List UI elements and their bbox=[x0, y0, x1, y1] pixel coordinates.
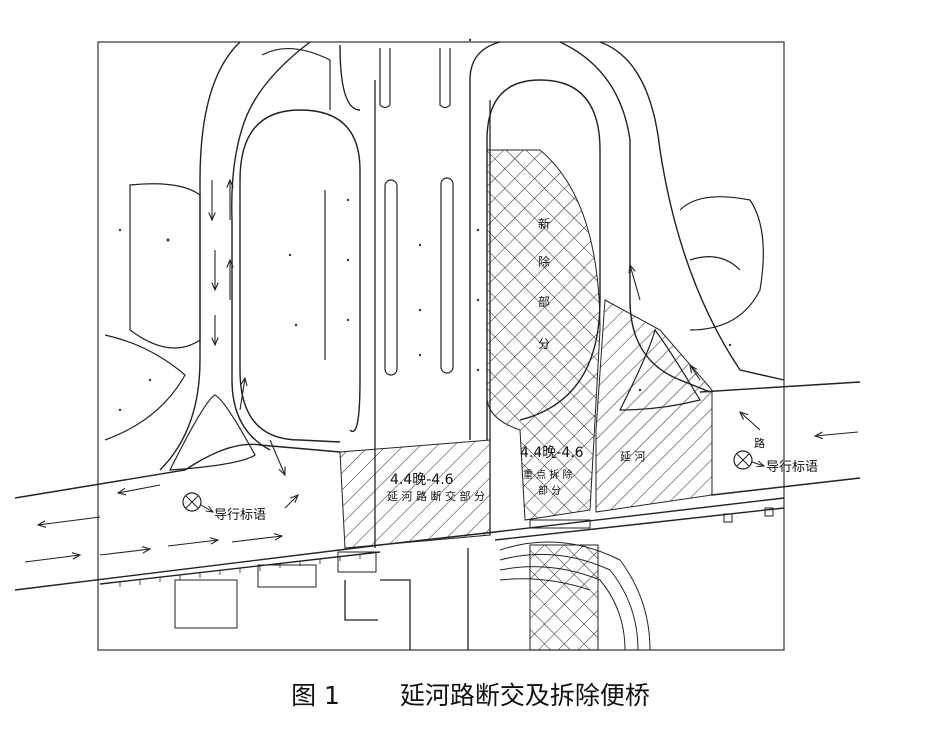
zone-mid-description-2: 部 分 bbox=[538, 484, 561, 497]
traffic-arrows bbox=[24, 180, 859, 563]
guide-sign-right bbox=[733, 450, 764, 470]
figure-number: 图 1 bbox=[291, 681, 340, 710]
demolition-zone-lower bbox=[529, 544, 599, 651]
hatch-label-4: 分 bbox=[538, 337, 550, 351]
figure-title: 延河路断交及拆除便桥 bbox=[399, 681, 650, 710]
zone-right-label: 延 河 bbox=[620, 450, 646, 463]
demolition-zone-crosshatch bbox=[486, 149, 601, 521]
lower-curved-ramp bbox=[499, 541, 651, 651]
vertical-road-lines bbox=[344, 80, 491, 650]
median-islands bbox=[261, 47, 454, 376]
zone-mid-dates: 4.4晚-4.6 bbox=[520, 445, 584, 461]
guide-sign-left bbox=[182, 492, 213, 512]
zone-mid-description: 重 点 拆 除 bbox=[523, 468, 573, 481]
sign-right-label: 导行标语 bbox=[766, 460, 818, 475]
sign-left-label: 导行标语 bbox=[214, 508, 266, 523]
drawing-frame bbox=[97, 41, 785, 651]
figure-caption: 图 1 延河路断交及拆除便桥 bbox=[0, 676, 941, 712]
survey-dots bbox=[118, 38, 732, 412]
hatch-label-1: 新 bbox=[538, 216, 550, 231]
road-kerb-ticks bbox=[119, 554, 361, 587]
zone-left-description: 延 河 路 断 交 部 分 bbox=[387, 489, 485, 503]
hatch-label-2: 除 bbox=[538, 254, 550, 269]
site-structures bbox=[174, 507, 774, 629]
sign-right-char: 路 bbox=[754, 437, 765, 450]
zone-left-dates: 4.4晚-4.6 bbox=[390, 472, 454, 488]
hatch-label-3: 部 bbox=[538, 294, 550, 309]
left-loop-ramp bbox=[159, 41, 361, 471]
traffic-islands bbox=[104, 183, 764, 471]
right-loop-ramp bbox=[469, 41, 785, 440]
